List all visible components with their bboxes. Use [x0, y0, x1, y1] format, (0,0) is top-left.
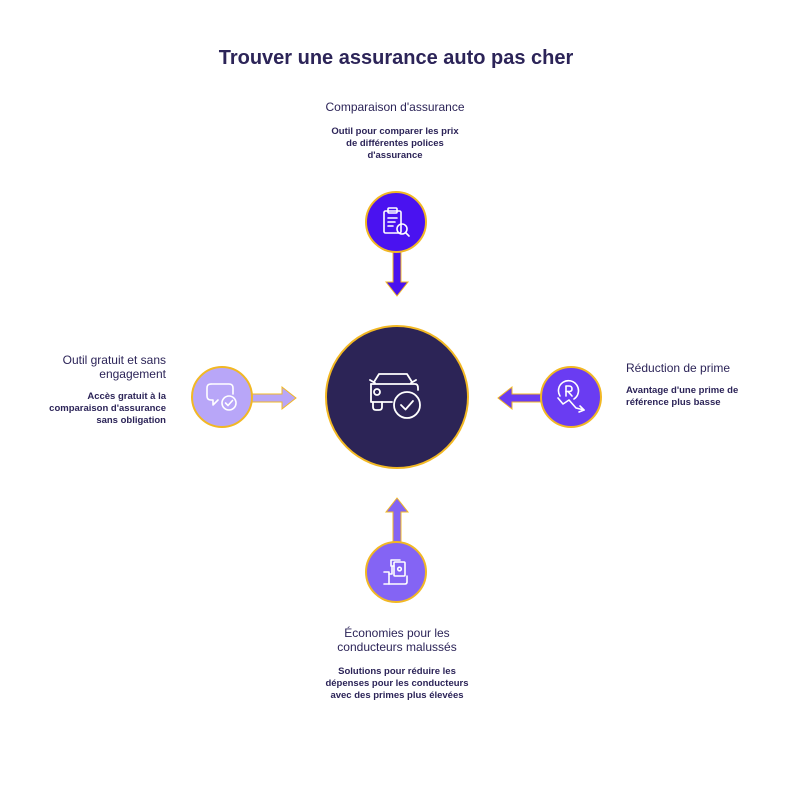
diagram-title: Trouver une assurance auto pas cher [218, 47, 574, 69]
node-top-circle [365, 191, 427, 253]
node-right-desc: Avantage d'une prime de référence plus b… [626, 385, 739, 408]
chat-check-icon [206, 383, 237, 411]
center-circle [325, 325, 469, 469]
node-bottom-heading: Économies pour les conducteurs malussés [337, 626, 457, 654]
car-check-icon [369, 373, 421, 419]
node-left-circle [191, 366, 253, 428]
node-bottom-text: Économies pour les conducteurs malussés … [320, 626, 474, 702]
rupee-down-trend-icon [557, 379, 585, 413]
node-left-desc: Accès gratuit à la comparaison d'assuran… [49, 391, 166, 426]
hand-money-icon [383, 559, 408, 585]
node-right-heading: Réduction de prime [626, 361, 731, 375]
node-bottom-circle [365, 541, 427, 603]
node-right-circle [540, 366, 602, 428]
node-left-text: Outil gratuit et sans engagement Accès g… [40, 353, 166, 427]
node-top-heading: Comparaison d'assurance [325, 100, 465, 114]
node-bottom-desc: Solutions pour réduire les dépenses pour… [325, 666, 469, 701]
clipboard-search-icon [383, 207, 410, 237]
node-right-text: Réduction de prime Avantage d'une prime … [626, 361, 746, 409]
node-left-heading: Outil gratuit et sans engagement [62, 353, 166, 381]
node-top-text: Comparaison d'assurance Outil pour compa… [325, 100, 465, 162]
node-top-desc: Outil pour comparer les prix de différen… [331, 126, 459, 161]
